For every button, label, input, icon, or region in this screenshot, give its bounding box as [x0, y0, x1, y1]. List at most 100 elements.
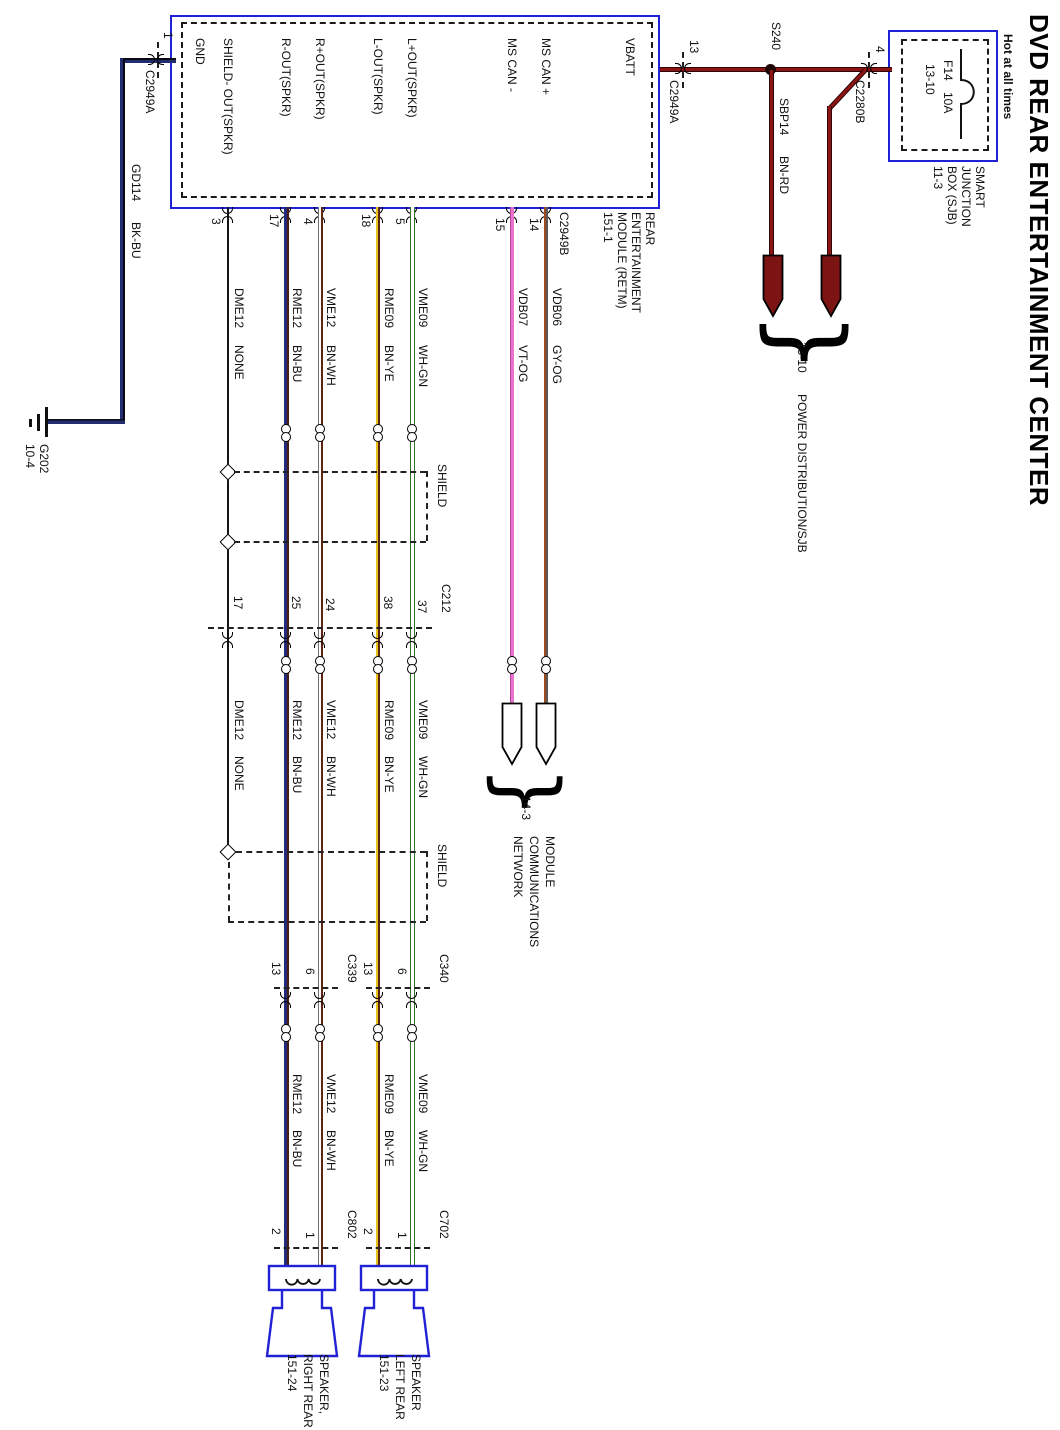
wire-gnd-tail [48, 419, 125, 424]
connector-label-c340: C340 [437, 954, 451, 983]
module-name-line4: 151-1 [601, 212, 615, 243]
shield-diamond-icon [219, 843, 237, 861]
pin-24: 24 [323, 598, 337, 612]
wire-color-bnbu: BN-BU [290, 345, 304, 383]
module-pin-ms-can-plus: MS CAN + [539, 38, 553, 96]
wire-name-sbp14: SBP14 [777, 98, 791, 136]
pin-13-c339: 13 [269, 962, 283, 976]
module-pin-gnd: GND [193, 38, 207, 65]
speaker-icon [265, 1264, 339, 1358]
wire-power-branch-a [827, 106, 832, 256]
fuse-icon [960, 49, 975, 139]
wire-name-vme12: VME12 [324, 700, 338, 740]
can-dest-page: 14-3 [519, 796, 533, 821]
shield-dashed-line [426, 471, 428, 541]
sjb-name-line1: SMART [973, 166, 987, 208]
wire-l-minus [376, 207, 380, 1268]
pin-1-c802: 1 [303, 1232, 317, 1239]
module-pin-l-minus-out: L-OUT(SPKR) [371, 38, 385, 115]
shield-dashed-line [236, 851, 426, 853]
pin-2-c702: 2 [361, 1228, 375, 1235]
connector-label-c802: C802 [345, 1210, 359, 1239]
wire-color-bnwh: BN-WH [324, 756, 338, 797]
connector-label-c212: C212 [439, 584, 453, 613]
pin-6-c340: 6 [395, 968, 409, 975]
connector-line-c339 [274, 987, 338, 989]
terminal-icon [222, 631, 234, 649]
wire-name-vme09: VME09 [416, 288, 430, 328]
terminal-icon [280, 631, 292, 649]
terminal-icon [314, 991, 326, 1009]
terminal-icon [147, 54, 165, 66]
wire-name-rme12: RME12 [290, 700, 304, 741]
speaker-right-line3: 151-24 [285, 1354, 299, 1392]
fuse-rating-label: 10A [941, 92, 955, 114]
wire-name-dme12: DME12 [232, 288, 246, 329]
speaker-left-line1: SPEAKER [409, 1354, 423, 1411]
twist-icon [407, 424, 417, 442]
shield-label: SHIELD [435, 464, 449, 508]
offpage-arrow-icon [820, 254, 842, 318]
wire-ms-can-minus [510, 207, 514, 706]
wire-color-whgn: WH-GN [416, 756, 430, 798]
pin-17: 17 [267, 214, 281, 228]
wire-color-bnye: BN-YE [382, 1130, 396, 1167]
connector-line-c702 [366, 1247, 430, 1249]
pin-37: 37 [415, 600, 429, 614]
connector-line-c212 [208, 627, 432, 629]
wire-gnd-run [120, 58, 125, 424]
wire-name-rme09: RME09 [382, 1074, 396, 1115]
pin-25: 25 [289, 596, 303, 610]
twist-icon [507, 656, 517, 674]
module-pin-l-plus-out: L+OUT(SPKR) [405, 38, 419, 118]
wire-r-minus [284, 207, 289, 1268]
shield-label: SHIELD [435, 844, 449, 888]
pin-38: 38 [381, 596, 395, 610]
module-pin-vbatt: VBATT [623, 38, 637, 76]
offpage-arrow-icon [501, 702, 523, 766]
wire-name-vdb06: VDB06 [550, 288, 564, 327]
page-title: DVD REAR ENTERTAINMENT CENTER [1024, 14, 1054, 507]
module-name-line3: MODULE (RETM) [615, 212, 629, 309]
twist-icon [315, 1024, 325, 1042]
terminal-icon [406, 631, 418, 649]
speaker-icon [357, 1264, 431, 1358]
wire-color-bnrd: BN-RD [777, 156, 791, 194]
wire-color-whgn: WH-GN [416, 345, 430, 387]
shield-dashed-line [228, 921, 426, 923]
ground-page-label: 10-4 [23, 444, 37, 469]
sjb-name-line2: JUNCTION [959, 166, 973, 227]
hot-at-all-times-label: Hot at all times [1001, 34, 1015, 120]
fuse-page-label: 13-10 [923, 64, 937, 95]
offpage-arrow-icon [762, 254, 784, 318]
terminal-icon [314, 631, 326, 649]
can-dest-line2: COMMUNICATIONS [527, 836, 541, 948]
wire-name-vme09: VME09 [416, 1074, 430, 1114]
power-dest-page: 13-10 [795, 342, 809, 373]
ground-icon [29, 419, 32, 427]
terminal-icon [372, 991, 384, 1009]
offpage-arrow-icon [535, 702, 557, 766]
wire-power-branch-b [769, 70, 774, 256]
terminal-icon [280, 991, 292, 1009]
shield-dashed-line [234, 471, 426, 473]
pin-14: 14 [527, 218, 541, 232]
speaker-left-line2: LEFT REAR [393, 1354, 407, 1420]
shield-dashed-line [426, 851, 428, 921]
pin-c2949a-gnd: 1 [161, 32, 175, 39]
wire-name-vme12: VME12 [324, 1074, 338, 1114]
wire-color-bkbu: BK-BU [129, 222, 143, 259]
wire-name-vme12: VME12 [324, 288, 338, 328]
speaker-right-line1: SPEAKER, [317, 1354, 331, 1415]
connector-label-c2949b: C2949B [557, 212, 571, 256]
pin-3: 3 [209, 218, 223, 225]
wire-name-dme12: DME12 [232, 700, 246, 741]
can-dest-line1: MODULE [543, 836, 557, 888]
speaker-left-line3: 151-23 [377, 1354, 391, 1392]
sjb-name-line3: BOX (SJB) [945, 166, 959, 225]
wire-name-gd114: GD114 [129, 164, 143, 202]
module-pin-shield-out: SHIELD- OUT(SPKR) [221, 38, 235, 155]
twist-icon [407, 1024, 417, 1042]
module-pin-r-plus-out: R+OUT(SPKR) [313, 38, 327, 120]
